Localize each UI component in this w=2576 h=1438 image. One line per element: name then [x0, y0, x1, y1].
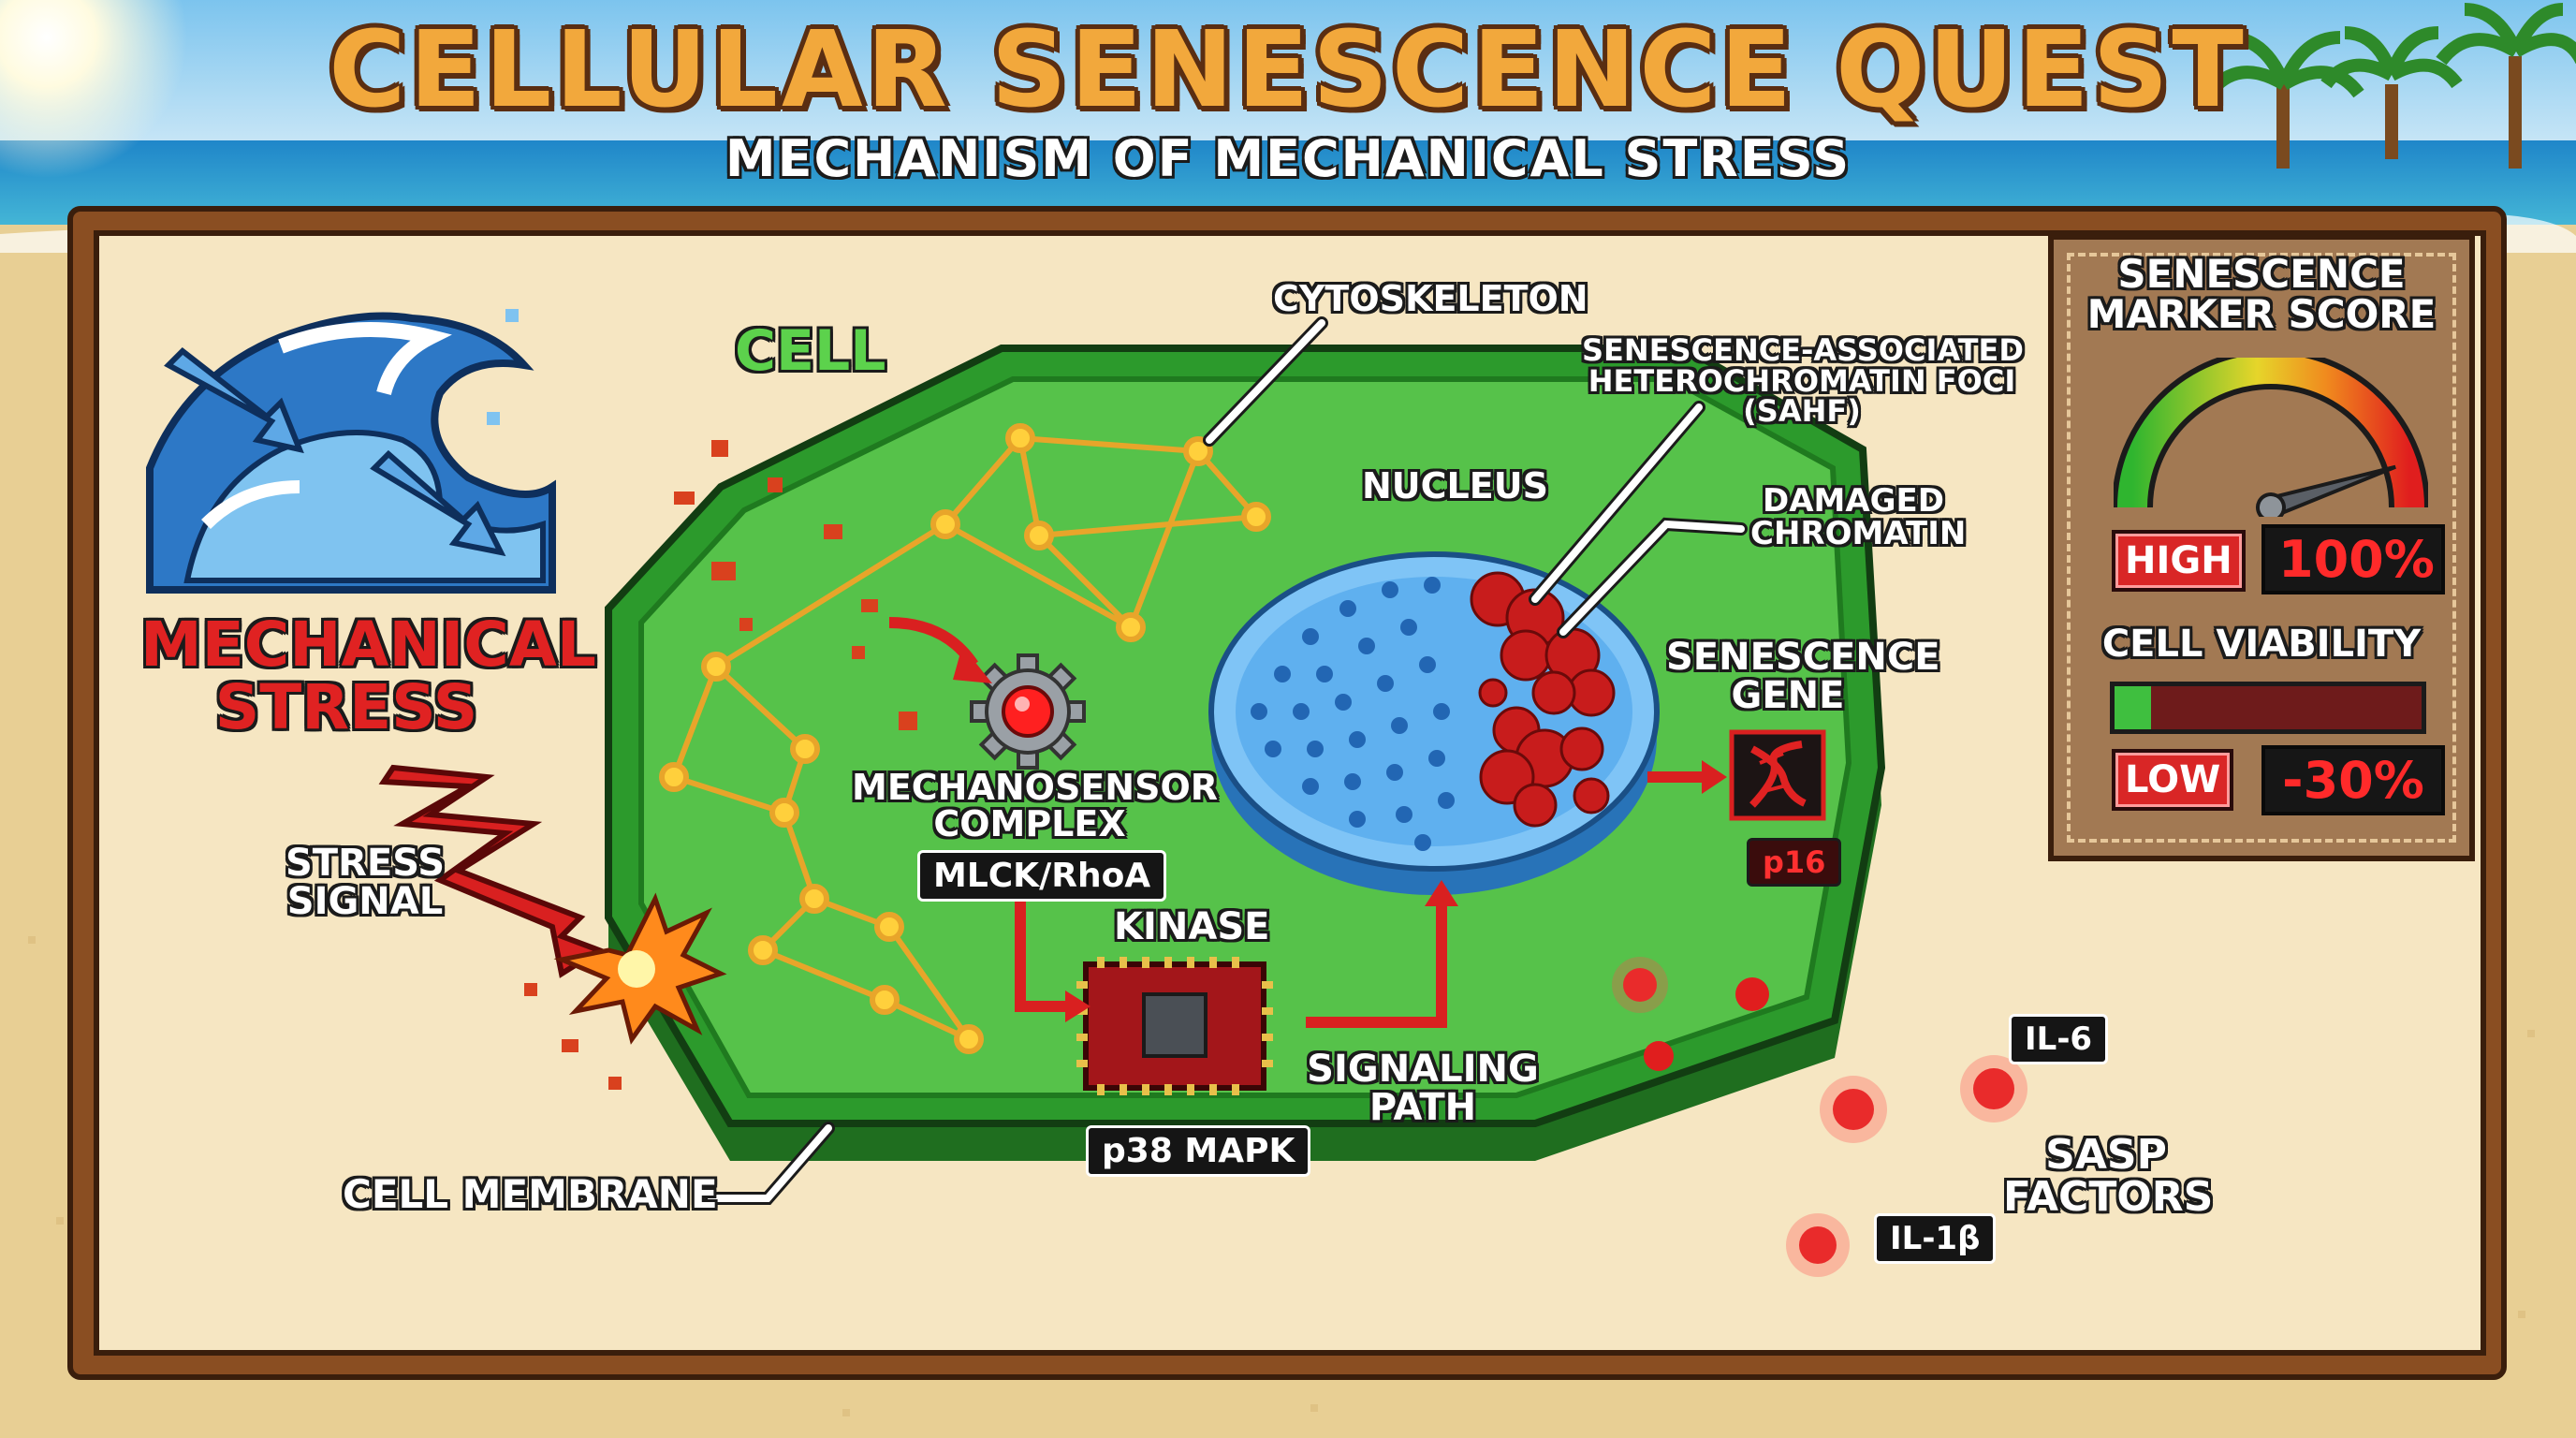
dna-icon — [1729, 729, 1826, 821]
kinase-label: KINASE — [1114, 905, 1270, 948]
viability-value: -30% — [2261, 745, 2445, 815]
gauge-icon — [2114, 358, 2428, 517]
gauge-needle — [2256, 464, 2396, 517]
marker-value: 100% — [2261, 524, 2445, 594]
sasp-droplets — [1612, 957, 2027, 1277]
impact-burst-icon — [553, 892, 727, 1045]
nucleus-label: NUCLEUS — [1362, 465, 1548, 506]
p16-tag: p16 — [1747, 838, 1842, 887]
signaling-path-label: SIGNALING PATH — [1307, 1048, 1539, 1129]
il1b-tag: IL-1β — [1874, 1213, 1997, 1264]
sahf-label: SENESCENCE-ASSOCIATED HETEROCHROMATIN FO… — [1582, 332, 2024, 430]
signaling-arrowheads — [953, 646, 1727, 1022]
palm-tree-icon — [2436, 3, 2576, 169]
viability-bar — [2110, 682, 2426, 734]
viability-level-badge: LOW — [2112, 749, 2234, 811]
membrane-debris — [524, 440, 917, 1090]
stress-signal-label: STRESS SIGNAL — [285, 842, 446, 923]
cell-label: CELL — [735, 318, 886, 384]
palm-tree-icon — [2320, 26, 2463, 159]
nucleus-pores — [1251, 577, 1455, 851]
wave-icon — [146, 309, 556, 594]
chip-icon — [1076, 957, 1273, 1095]
cytoskeleton-network — [659, 423, 1271, 1054]
mechanosensor-label: MECHANOSENSOR COMPLEX — [852, 767, 1219, 844]
cytoskeleton-label: CYTOSKELETON — [1273, 278, 1588, 319]
marker-score-title: SENESCENCE MARKER SCORE — [2086, 251, 2437, 337]
viability-title: CELL VIABILITY — [2101, 623, 2422, 666]
palm-tree-icon — [2203, 31, 2364, 169]
game-subtitle: MECHANISM OF MECHANICAL STRESS — [724, 129, 1852, 188]
p38-tag: p38 MAPK — [1086, 1125, 1311, 1177]
sun-icon — [0, 0, 187, 178]
cell-membrane-label: CELL MEMBRANE — [343, 1171, 718, 1217]
mlck-tag: MLCK/RhoA — [917, 850, 1167, 902]
il6-tag: IL-6 — [2009, 1014, 2109, 1064]
senescence-gene-label: SENESCENCE GENE — [1666, 636, 1940, 717]
gear-icon — [970, 653, 1086, 770]
mechanical-stress-label: MECHANICAL STRESS — [140, 609, 596, 744]
damaged-chromatin-clusters — [1470, 571, 1616, 828]
damaged-chromatin-label: DAMAGED CHROMATIN — [1750, 482, 1967, 552]
viability-bar-fill — [2115, 686, 2152, 729]
sasp-factors-label: SASP FACTORS — [2003, 1131, 2214, 1221]
game-title: CELLULAR SENESCENCE QUEST — [329, 9, 2247, 131]
pointer-arrows — [705, 316, 1748, 1205]
marker-level-badge: HIGH — [2112, 530, 2246, 592]
